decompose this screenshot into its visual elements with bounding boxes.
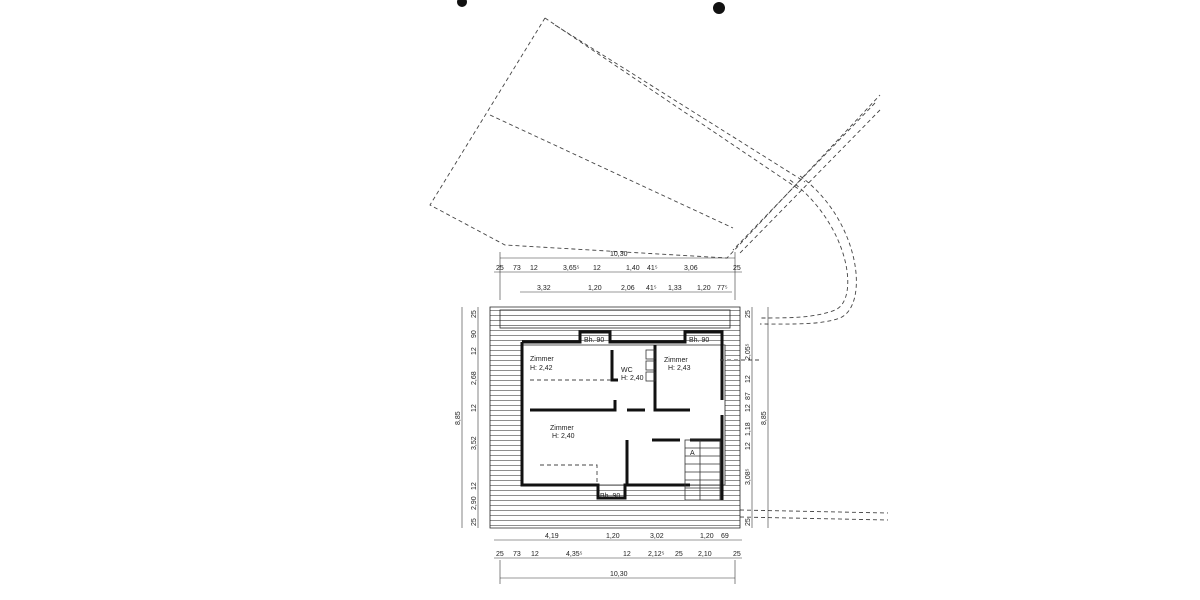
dim-label: 87 [745, 392, 752, 400]
dim-label: 2,05⁵ [745, 343, 752, 360]
dim-label: 12 [530, 265, 538, 272]
dim-label: 41⁵ [646, 285, 657, 292]
room-height: H: 2,40 [552, 433, 575, 440]
bottom-dimensions: 4,19 1,20 3,02 1,20 69 25 73 12 4,35⁵ 12… [494, 533, 742, 584]
roof-outline [489, 306, 741, 529]
dim-label: 2,68 [471, 371, 478, 385]
dim-label: 12 [745, 375, 752, 383]
dim-label: 1,18 [745, 422, 752, 436]
dim-label: 3,32 [537, 285, 551, 292]
room-name: Zimmer [530, 356, 554, 363]
dim-label: 25 [675, 551, 683, 558]
parapet-height-label: Bh. 90 [584, 337, 604, 344]
dim-label: 12 [471, 404, 478, 412]
dim-label: 1,20 [588, 285, 602, 292]
dim-label: 69 [721, 533, 729, 540]
room-height: H: 2,40 [621, 375, 644, 382]
interior-dashed-lines [530, 359, 760, 485]
dim-left-overall: 8,85 [455, 411, 462, 425]
dim-label: 3,06 [684, 265, 698, 272]
dim-label: 12 [623, 551, 631, 558]
dim-label: 1,20 [697, 285, 711, 292]
dim-label: 73 [513, 265, 521, 272]
dim-label: 1,20 [606, 533, 620, 540]
scan-blot-right [713, 2, 725, 14]
dim-label: 25 [733, 551, 741, 558]
room-name: Zimmer [550, 425, 574, 432]
dim-label: 2,06 [621, 285, 635, 292]
room-height: H: 2,43 [668, 365, 691, 372]
room-name: Zimmer [664, 357, 688, 364]
top-dimensions: 10,30 25 73 12 3,65⁵ 12 1,40 41⁵ 3,06 25… [494, 251, 742, 300]
dim-label: 4,19 [545, 533, 559, 540]
dim-label: 25 [745, 518, 752, 526]
room-height: H: 2,42 [530, 365, 553, 372]
dim-label: 12 [531, 551, 539, 558]
site-boundary-lines [429, 17, 889, 521]
room-name: WC [621, 367, 633, 374]
dim-label: 12 [471, 347, 478, 355]
room-labels: Zimmer H: 2,42 WC H: 2,40 Zimmer H: 2,43… [530, 337, 709, 500]
dim-label: 12 [745, 442, 752, 450]
dim-label: 2,90 [471, 496, 478, 510]
dim-label: 1,20 [700, 533, 714, 540]
dim-label: 3,52 [471, 436, 478, 450]
dim-bottom-overall: 10,30 [610, 571, 628, 578]
right-dimensions: 8,85 25 2,05⁵ 12 87 12 1,18 12 3,08⁵ 25 [745, 307, 769, 528]
dim-label: 25 [496, 551, 504, 558]
dim-label: 25 [733, 265, 741, 272]
dim-label: 77⁵ [717, 285, 728, 292]
dim-label: 4,35⁵ [566, 551, 583, 558]
dim-right-overall: 8,85 [761, 411, 768, 425]
dim-label: 25 [745, 310, 752, 318]
dim-label: 12 [745, 404, 752, 412]
dim-label: 25 [471, 518, 478, 526]
left-dimensions: 8,85 25 90 12 2,68 12 3,52 12 2,90 25 [455, 307, 479, 528]
parapet-height-label: Bh. 90 [600, 493, 620, 500]
dim-label: 2,12⁵ [648, 551, 665, 558]
dim-label: 25 [496, 265, 504, 272]
dim-label: 2,10 [698, 551, 712, 558]
chimney-shaft [645, 349, 656, 382]
dim-label: 90 [471, 330, 478, 338]
dim-label: 12 [471, 482, 478, 490]
dim-label: 1,40 [626, 265, 640, 272]
dim-label: 1,33 [668, 285, 682, 292]
dim-label: 73 [513, 551, 521, 558]
dim-label: 3,08⁵ [745, 468, 752, 485]
dim-label: 3,65⁵ [563, 265, 580, 272]
dim-top-overall: 10,30 [610, 251, 628, 258]
stair-arrow-label: A [690, 450, 695, 457]
dim-label: 3,02 [650, 533, 664, 540]
dim-label: 25 [471, 310, 478, 318]
stairs: A [684, 439, 721, 501]
scan-blot-left [457, 0, 467, 7]
dim-label: 12 [593, 265, 601, 272]
dim-label: 41⁵ [647, 265, 658, 272]
parapet-height-label: Bh. 90 [689, 337, 709, 344]
